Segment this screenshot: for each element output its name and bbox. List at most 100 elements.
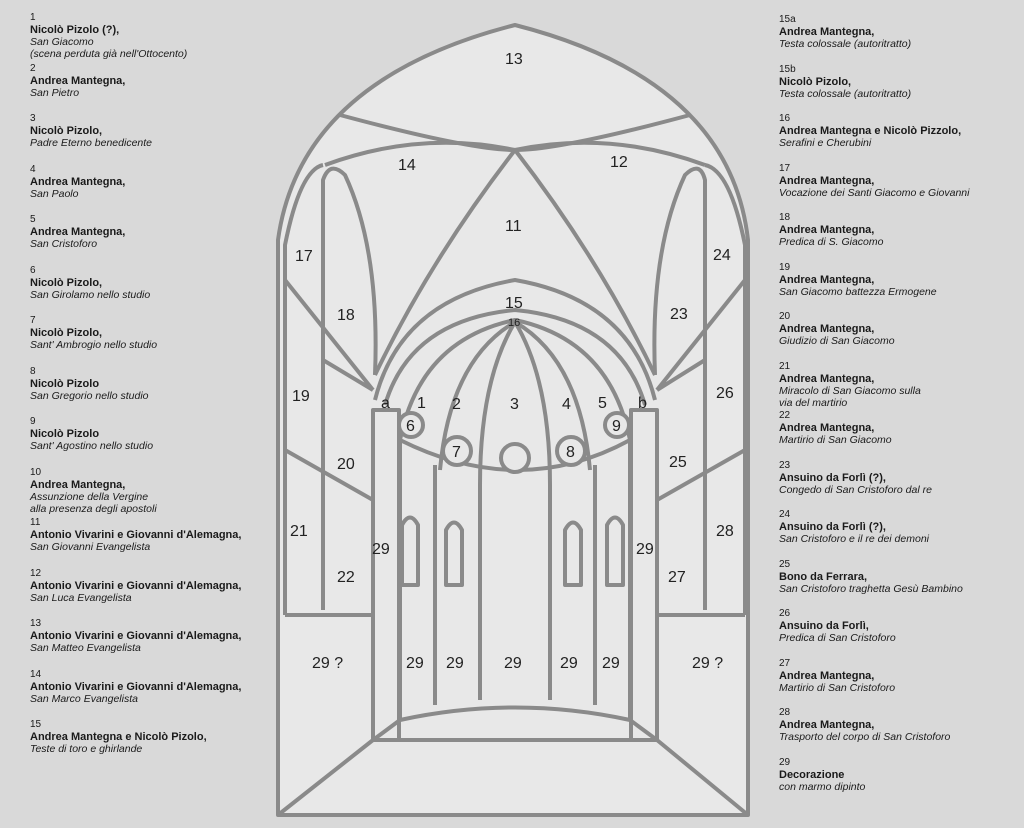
- legend-entry-work: (scena perduta già nell'Ottocento): [30, 48, 188, 60]
- label-14: 14: [398, 157, 416, 174]
- legend-entry-artist: Bono da Ferrara,: [779, 570, 868, 583]
- legend-entry-work: Martirio di San Cristoforo: [779, 681, 896, 694]
- legend-entry-work: Miracolo di San Giacomo sulla: [779, 384, 921, 397]
- label-3: 3: [510, 396, 519, 413]
- legend-entry-number: 10: [30, 466, 42, 478]
- window-3: [563, 520, 583, 587]
- legend-entry-artist: Antonio Vivarini e Giovanni d'Alemagna,: [30, 630, 242, 642]
- legend-entry-work: San Cristoforo: [30, 238, 98, 250]
- legend-entry-artist: Andrea Mantegna,: [779, 224, 875, 236]
- legend-entry-artist: Andrea Mantegna e Nicolò Pizzolo,: [779, 125, 962, 137]
- legend-entry-work: Trasporto del corpo di San Cristoforo: [779, 731, 951, 743]
- legend-entry-number: 2: [30, 62, 36, 74]
- label-8: 8: [566, 444, 575, 461]
- label-a: a: [381, 395, 390, 412]
- legend-entry-work: Congedo di San Cristoforo dal re: [779, 483, 932, 496]
- legend-entry-artist: Antonio Vivarini e Giovanni d'Alemagna,: [30, 529, 242, 541]
- legend-entry-work: San Girolamo nello studio: [30, 288, 151, 301]
- pier-a: [371, 408, 401, 742]
- legend-entry-artist: Nicolò Pizolo,: [30, 276, 103, 289]
- label-16: 16: [508, 317, 520, 329]
- legend-entry-artist: Andrea Mantegna,: [30, 74, 126, 87]
- right-pilaster-arch: [652, 166, 707, 610]
- label-6: 6: [406, 418, 415, 435]
- legend-entry-work: San Cristoforo e il re dei demoni: [779, 533, 929, 545]
- legend-entry-work: Assunzione della Vergine: [30, 490, 149, 503]
- right-outer-pilaster: [704, 163, 747, 615]
- apse-outer-arch: [373, 278, 657, 401]
- legend-entry-artist: Andrea Mantegna,: [779, 669, 875, 682]
- apse-rib-2: [478, 320, 517, 486]
- label-28: 28: [716, 523, 734, 540]
- legend-entry-number: 28: [779, 707, 791, 718]
- legend-entry-number: 22: [779, 410, 791, 421]
- label-27: 27: [668, 569, 686, 586]
- roundel-8: [555, 435, 587, 467]
- label-1: 1: [417, 395, 426, 412]
- legend-entry-work: San Matteo Evangelista: [30, 642, 141, 654]
- legend-entry-artist: Nicolò Pizolo: [30, 428, 100, 440]
- window-2: [444, 520, 464, 587]
- label-24: 24: [713, 247, 731, 264]
- legend-entry-artist: Nicolò Pizolo,: [779, 75, 852, 88]
- legend-entry-work: San Pietro: [30, 86, 80, 99]
- legend-entry-work: con marmo dipinto: [779, 780, 866, 793]
- legend-entry-work: Sant' Ambrogio nello studio: [30, 339, 158, 351]
- legend-entry-number: 15b: [779, 63, 796, 75]
- legend-entry-number: 6: [30, 264, 36, 276]
- legend-entry-artist: Andrea Mantegna,: [30, 478, 126, 491]
- legend-entry-artist: Ansuino da Forlì (?),: [779, 471, 886, 484]
- legend-entry-number: 25: [779, 558, 791, 570]
- roundel-9: [603, 411, 631, 439]
- legend-entry-work: San Marco Evangelista: [30, 692, 138, 705]
- pier-b: [629, 408, 659, 742]
- legend-entry-number: 12: [30, 567, 42, 579]
- legend-entry-number: 21: [779, 360, 791, 372]
- legend-entry-artist: Decorazione: [779, 768, 845, 781]
- label-22: 22: [337, 569, 355, 586]
- legend-entry-artist: Andrea Mantegna e Nicolò Pizolo,: [30, 731, 207, 743]
- label-29q-left: 29 ?: [312, 655, 343, 672]
- legend-entry-artist: Andrea Mantegna,: [779, 719, 875, 731]
- legend-entry-artist: Andrea Mantegna,: [779, 26, 875, 38]
- legend-entry-artist: Nicolò Pizolo (?),: [30, 24, 120, 36]
- legend-entry-number: 1: [30, 12, 36, 23]
- legend-entry-artist: Nicolò Pizolo,: [30, 125, 103, 137]
- legend-entry-work: Serafini e Cherubini: [779, 137, 872, 149]
- legend-entry-number: 11: [30, 517, 41, 528]
- legend-entry-work: Vocazione dei Santi Giacomo e Giovanni: [779, 186, 970, 199]
- legend-entry-artist: Andrea Mantegna,: [779, 372, 875, 385]
- legend-entry-artist: Antonio Vivarini e Giovanni d'Alemagna,: [30, 579, 242, 592]
- legend-entry-number: 16: [779, 113, 791, 124]
- label-18: 18: [337, 307, 355, 324]
- legend-entry-work: San Cristoforo traghetta Gesù Bambino: [779, 582, 963, 595]
- label-29-bottom-3: 29: [504, 655, 522, 672]
- legend-entry-number: 4: [30, 163, 36, 175]
- legend-entry-number: 13: [30, 618, 42, 629]
- apse-rib-4: [513, 320, 592, 471]
- left-outer-pilaster: [283, 163, 324, 615]
- legend-entry-work: San Giovanni Evangelista: [30, 541, 151, 553]
- apse-inner-arch: [383, 308, 647, 406]
- label-29-bottom-5: 29: [602, 655, 620, 672]
- floor: [276, 705, 750, 817]
